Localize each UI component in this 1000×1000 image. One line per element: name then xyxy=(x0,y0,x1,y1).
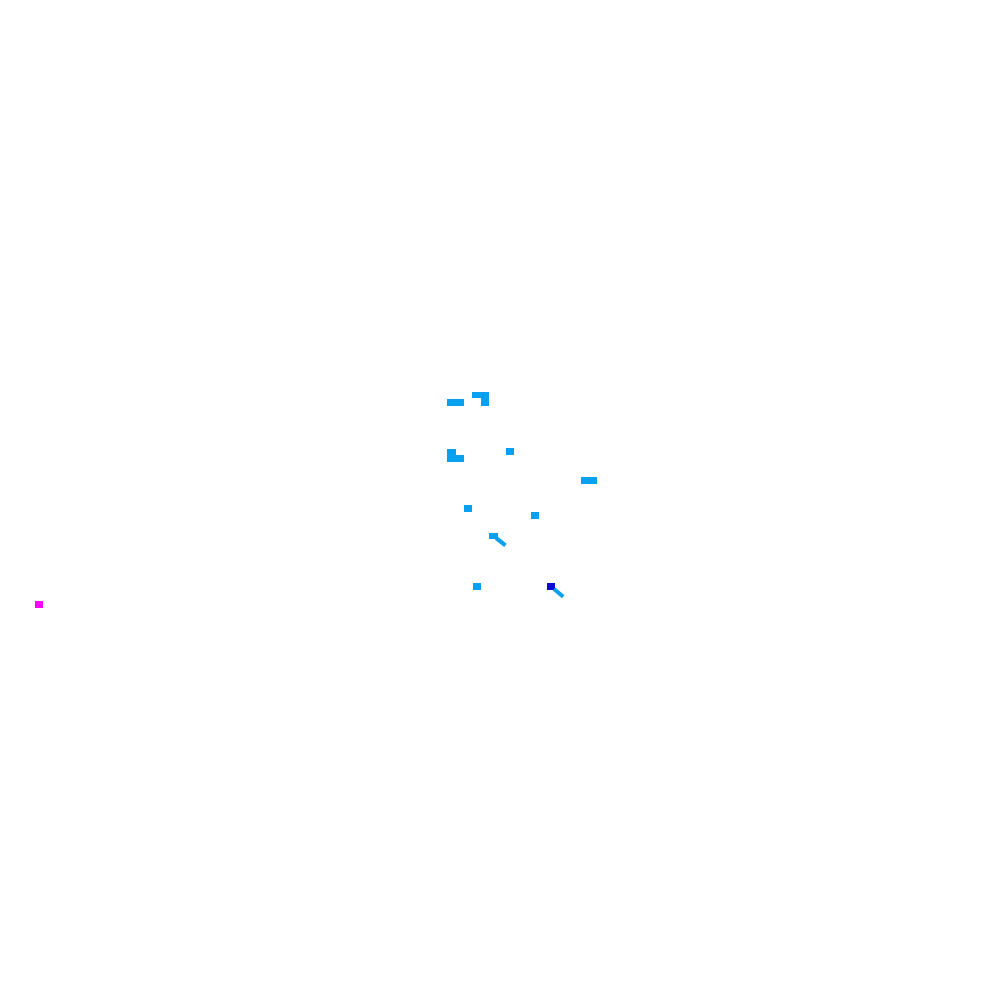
enemy-unit xyxy=(473,583,481,590)
enemy-unit xyxy=(506,448,514,455)
enemy-unit-trail xyxy=(552,587,565,599)
enemy-unit xyxy=(581,477,597,484)
enemy-unit-part xyxy=(456,455,464,462)
player-marker xyxy=(35,601,43,608)
enemy-unit xyxy=(447,449,456,462)
enemy-unit xyxy=(472,392,489,398)
enemy-unit xyxy=(464,505,472,512)
enemy-unit xyxy=(447,399,464,406)
enemy-unit xyxy=(489,533,498,539)
enemy-unit-trail xyxy=(494,536,507,547)
enemy-unit-part xyxy=(481,398,489,406)
enemy-unit xyxy=(531,512,539,519)
selected-enemy-unit xyxy=(547,583,555,590)
